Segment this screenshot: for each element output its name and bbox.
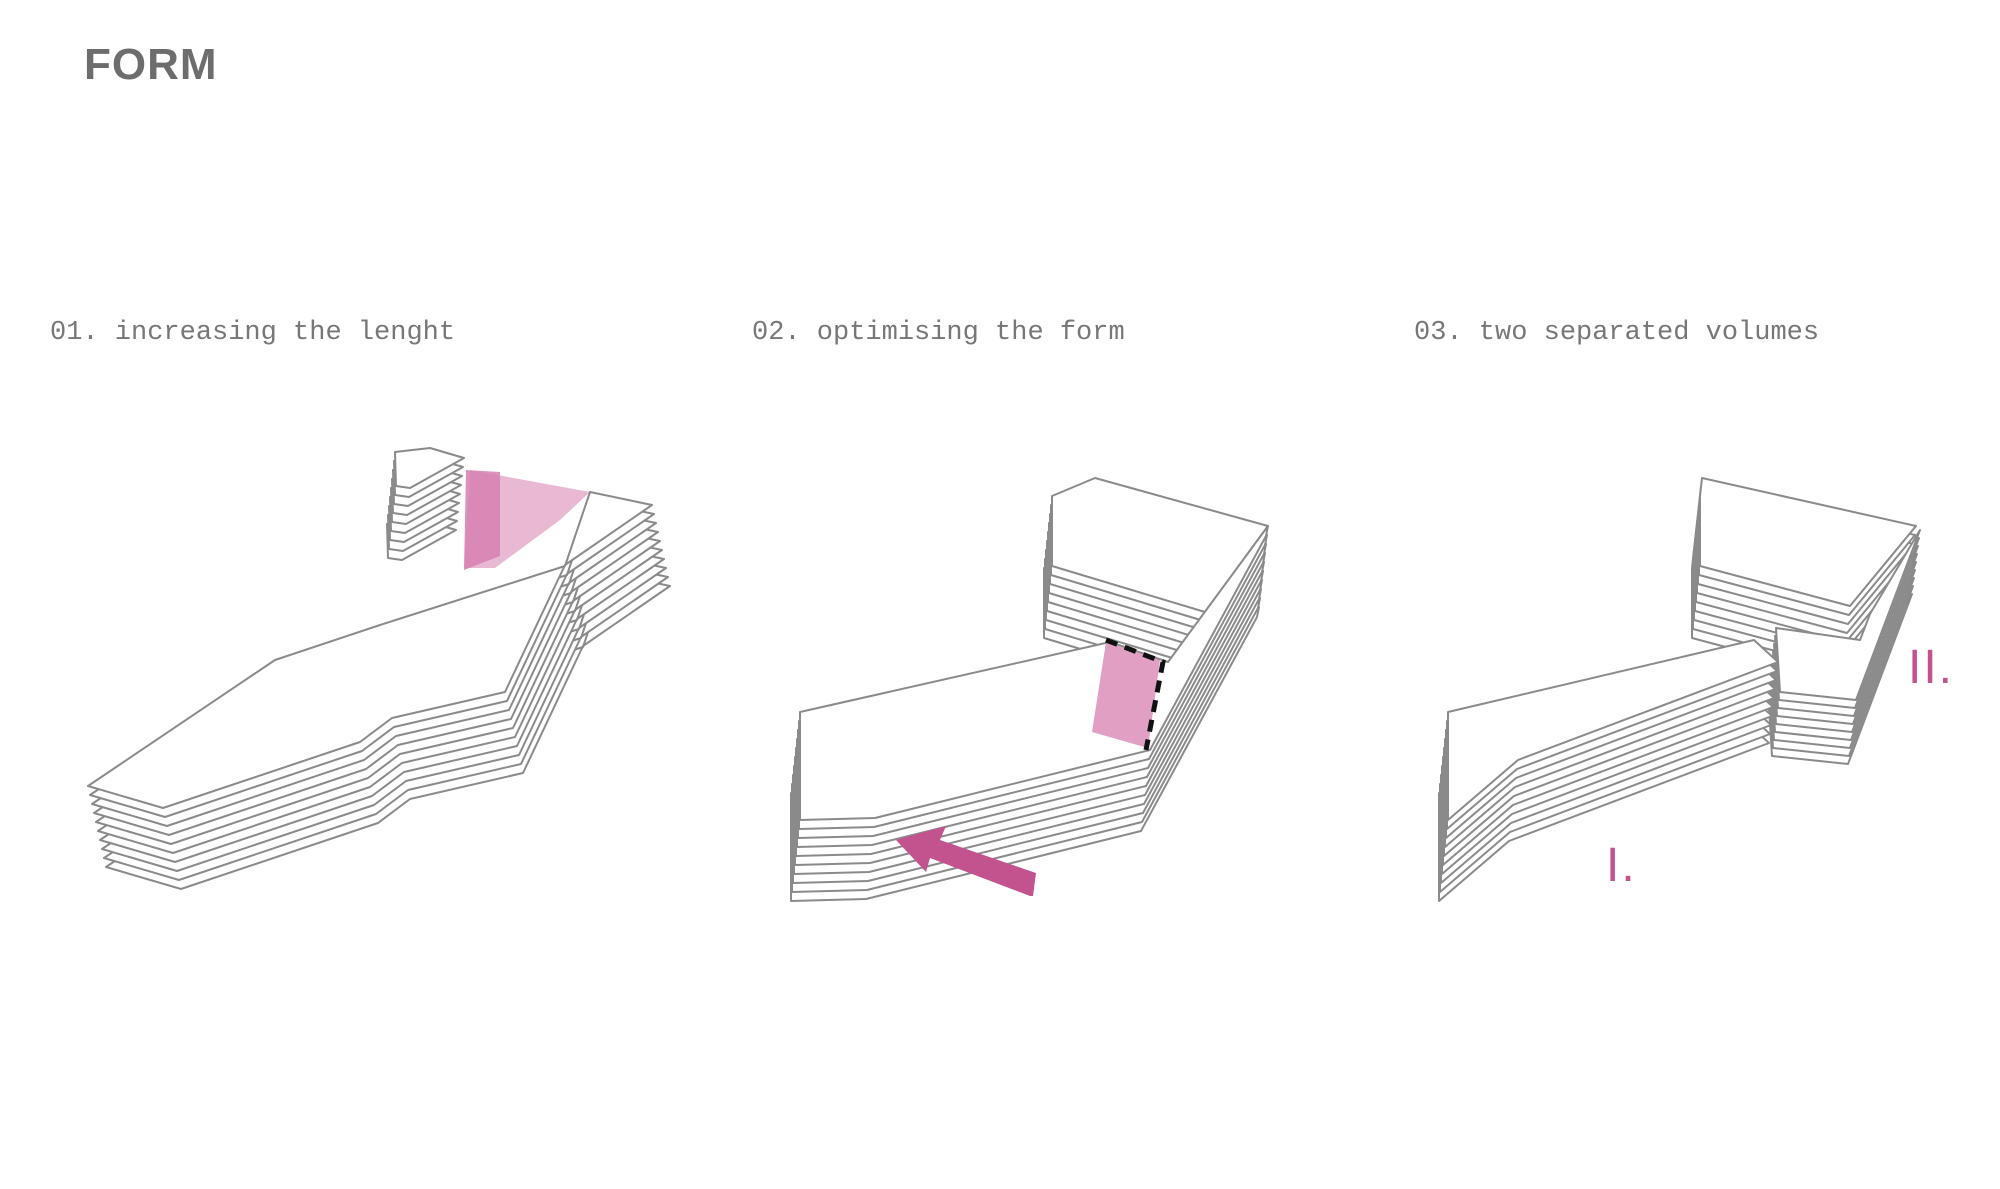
volume-2-top-slab-1 (1699, 477, 1917, 607)
volume-2-slab-slab-1 (1775, 529, 1921, 701)
volume-1-slab-slab-1 (1447, 639, 1779, 821)
diagram-increasing-length (87, 447, 671, 890)
push-arrow (896, 826, 1036, 896)
diagram-two-volumes (1438, 477, 1921, 902)
long-slab-slab-1 (87, 491, 653, 809)
step-2-label: 02. optimising the form (752, 318, 1125, 348)
joint-highlight (1092, 642, 1160, 748)
volume-label-2: II. (1908, 641, 1955, 694)
tower-1-slab-1 (394, 447, 465, 489)
page-title: FORM (84, 40, 218, 89)
diagram-optimising-form (790, 477, 1269, 902)
cut-line (1105, 637, 1166, 751)
step-3-label: 03. two separated volumes (1414, 318, 1820, 348)
step-1-label: 01. increasing the lenght (50, 318, 456, 348)
volume-label-1: I. (1606, 839, 1637, 892)
upper-wing-2-slab-1 (1051, 477, 1269, 613)
highlight-cut (464, 470, 500, 570)
